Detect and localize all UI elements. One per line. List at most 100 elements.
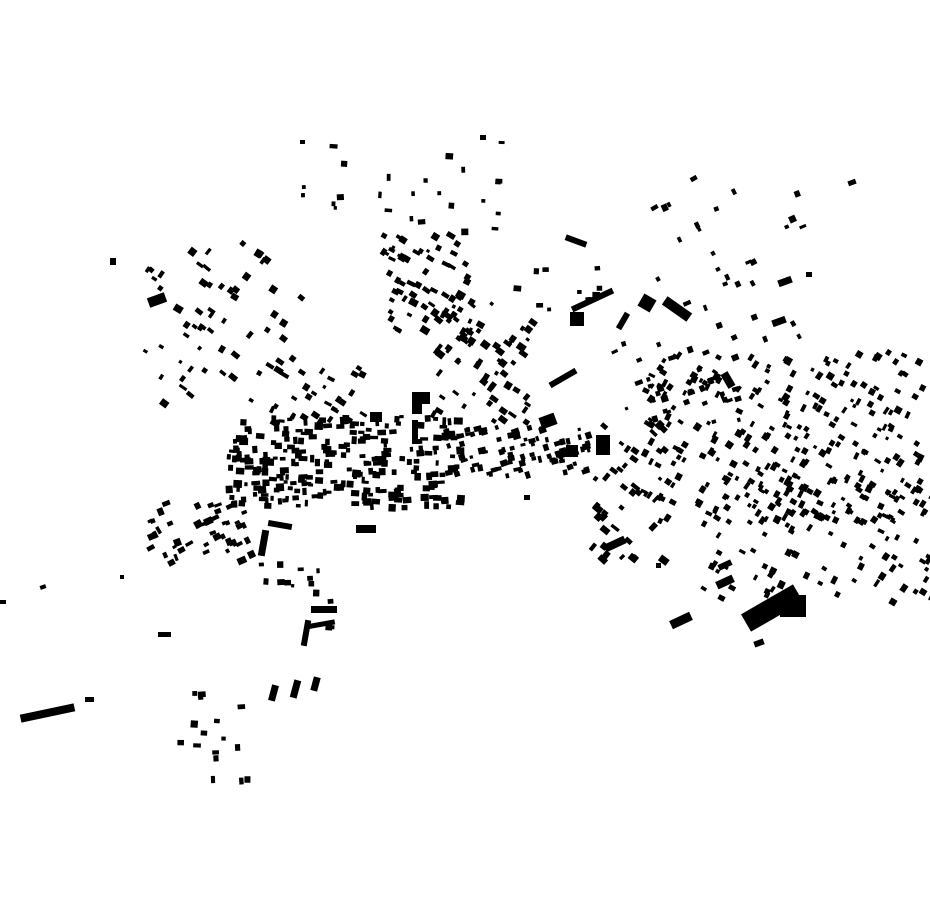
building xyxy=(318,367,326,375)
building xyxy=(261,467,269,476)
building xyxy=(146,292,168,308)
building xyxy=(297,293,306,302)
building xyxy=(431,483,438,488)
building xyxy=(747,477,756,485)
building xyxy=(660,445,669,455)
building xyxy=(268,684,279,702)
building xyxy=(821,565,828,572)
building xyxy=(333,206,337,210)
building xyxy=(812,444,818,450)
building xyxy=(185,390,195,399)
building xyxy=(766,363,772,369)
building xyxy=(389,429,397,435)
building xyxy=(490,394,497,401)
building xyxy=(904,481,912,489)
building xyxy=(536,302,544,308)
building xyxy=(459,326,467,336)
building xyxy=(816,499,824,507)
building xyxy=(149,517,156,525)
building xyxy=(810,507,819,516)
building xyxy=(377,455,387,463)
building xyxy=(329,143,338,149)
building xyxy=(602,472,611,482)
building xyxy=(712,514,722,522)
building xyxy=(522,418,531,426)
building xyxy=(295,503,301,508)
building xyxy=(142,348,149,354)
building xyxy=(193,743,201,748)
building xyxy=(285,474,289,480)
building xyxy=(581,467,591,475)
building xyxy=(922,575,930,584)
building xyxy=(206,281,214,289)
building xyxy=(884,348,893,357)
building xyxy=(268,284,279,295)
building xyxy=(757,470,765,478)
building xyxy=(624,536,633,546)
building xyxy=(384,423,389,429)
building xyxy=(495,178,502,185)
building xyxy=(419,437,429,441)
building xyxy=(646,394,656,404)
building xyxy=(848,509,854,515)
building xyxy=(763,488,770,495)
building xyxy=(624,406,629,411)
building xyxy=(694,498,704,509)
building xyxy=(460,458,469,464)
building xyxy=(195,261,205,269)
building xyxy=(815,404,823,413)
building xyxy=(182,332,190,339)
building xyxy=(752,574,759,581)
building xyxy=(882,406,890,415)
building xyxy=(869,515,879,525)
building xyxy=(238,500,246,507)
building xyxy=(248,397,255,403)
building xyxy=(713,205,720,212)
building xyxy=(890,553,898,561)
building xyxy=(755,465,761,473)
building xyxy=(445,347,451,354)
building xyxy=(586,447,591,453)
building xyxy=(384,208,393,213)
building xyxy=(330,479,338,484)
building xyxy=(523,324,534,335)
building xyxy=(596,435,610,455)
building xyxy=(518,349,529,359)
building xyxy=(397,484,404,492)
building xyxy=(368,492,374,497)
building xyxy=(866,400,875,409)
building xyxy=(913,440,921,447)
building xyxy=(207,312,214,319)
building xyxy=(761,562,769,570)
building xyxy=(925,553,930,561)
building xyxy=(255,369,263,377)
building xyxy=(794,446,801,453)
building xyxy=(767,502,777,512)
building xyxy=(278,334,289,343)
building xyxy=(749,258,758,267)
building xyxy=(162,551,169,559)
building xyxy=(864,484,874,494)
building xyxy=(495,211,501,216)
building xyxy=(782,398,791,407)
building xyxy=(378,468,386,476)
building xyxy=(900,352,908,359)
building xyxy=(465,426,471,433)
building xyxy=(305,475,313,480)
building xyxy=(714,390,721,399)
building xyxy=(489,301,495,307)
building xyxy=(279,456,286,461)
building xyxy=(379,247,388,257)
building xyxy=(689,374,699,384)
building xyxy=(647,383,653,389)
building xyxy=(413,465,420,471)
building xyxy=(241,509,248,515)
building xyxy=(177,546,186,555)
building xyxy=(849,398,855,403)
building xyxy=(669,481,676,489)
building xyxy=(197,691,206,698)
building xyxy=(277,498,283,505)
building xyxy=(396,253,403,259)
building xyxy=(849,379,858,388)
building xyxy=(158,632,171,637)
